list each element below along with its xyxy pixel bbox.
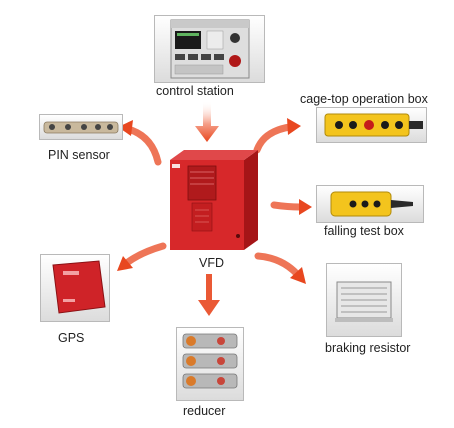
cage-top-box-label: cage-top operation box xyxy=(300,92,428,106)
arrow-icon xyxy=(117,242,167,271)
falling-test-box-label: falling test box xyxy=(324,224,404,238)
gps-module-icon xyxy=(52,260,106,314)
arrow-icon xyxy=(254,252,306,284)
gps-image xyxy=(40,254,110,322)
resistor-icon xyxy=(335,281,393,322)
arrow-icon xyxy=(195,101,219,142)
test-box-icon xyxy=(330,191,413,217)
cage-top-box-image xyxy=(316,107,427,143)
gps-label: GPS xyxy=(58,331,85,345)
control-station-image xyxy=(154,15,265,83)
arrow-icon xyxy=(118,120,162,166)
pin-sensor-label: PIN sensor xyxy=(48,148,110,162)
braking-resistor-image xyxy=(326,263,402,337)
arrow-icon xyxy=(198,274,220,316)
gearbox-icon xyxy=(182,333,238,389)
pin-sensor-image xyxy=(39,114,123,140)
arrow-icon xyxy=(270,199,312,215)
control-station-label: control station xyxy=(156,84,234,98)
braking-resistor-label: braking resistor xyxy=(325,341,411,355)
reducer-image xyxy=(176,327,244,401)
pendant-box-icon xyxy=(324,113,423,137)
sensor-icon xyxy=(43,121,119,134)
vfd-label: VFD xyxy=(199,256,224,270)
arrow-icon xyxy=(253,118,301,154)
control-panel-icon xyxy=(170,19,250,79)
falling-test-box-image xyxy=(316,185,424,223)
reducer-label: reducer xyxy=(183,404,226,418)
